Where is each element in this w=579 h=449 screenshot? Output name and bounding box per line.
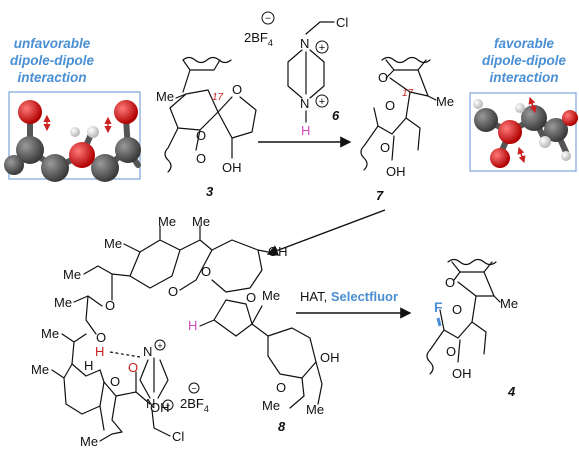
c8-plus-lower: + — [165, 401, 170, 411]
reagent-hydrogen: H — [301, 123, 310, 138]
c8-methyl-9: Me — [262, 288, 280, 303]
c7-me-bond — [427, 95, 437, 101]
right-note-line-2: dipole-dipole — [482, 53, 566, 68]
c4-oxygen-b: O — [452, 302, 462, 317]
compound-7-label: 7 — [376, 188, 384, 203]
c8-oxygen-5: O — [246, 290, 256, 305]
reagent-n-top: N — [300, 36, 309, 51]
arrow-7-to-8 — [266, 209, 386, 256]
c8-methyl-8: Me — [80, 434, 98, 449]
favorable-note: favorable dipole-dipole interaction — [482, 36, 566, 85]
c8-hydrogen-pink: H — [188, 318, 197, 333]
c8-n-upper: N — [143, 344, 152, 359]
c8-oxygen-3: O — [96, 330, 106, 345]
c8-methyl-10: Me — [262, 398, 280, 413]
arrow-8-to-4: HAT, Selectfluor — [296, 289, 412, 319]
reagent-n-bottom: N — [300, 96, 309, 111]
right-note-line-3: interaction — [489, 70, 558, 85]
reagent-6-label: 6 — [332, 108, 340, 123]
compound-7: Me O 17 O O OH 7 — [360, 56, 454, 203]
arrow-label: HAT, Selectfluor — [300, 289, 398, 304]
left-note-line-3: interaction — [17, 70, 86, 85]
compound-8-label: 8 — [278, 419, 286, 434]
unfavorable-note: unfavorable dipole-dipole interaction — [10, 36, 94, 85]
c8-methyl-7: Me — [31, 362, 49, 377]
compound-4-label: 4 — [507, 384, 516, 399]
favorable-model-image — [469, 92, 578, 172]
c3-hydroxyl: OH — [222, 160, 242, 175]
c8-oxygen-4: O — [110, 374, 120, 389]
c8-oxygen-1: O — [168, 284, 178, 299]
c8-n-lower: N — [146, 396, 155, 411]
c8-counterion: 2BF4 — [180, 396, 209, 414]
c7-position-17: 17 — [402, 88, 414, 99]
c8-methyl-4: Me — [63, 267, 81, 282]
c4-fluorine: F — [434, 299, 443, 315]
c8-oxygen-6: O — [276, 380, 286, 395]
c8-hydroxyl-3: OH — [320, 350, 340, 365]
c8-plus-upper: + — [157, 341, 162, 351]
c7-hydroxyl: OH — [386, 164, 406, 179]
c3-oxygen-b: O — [196, 128, 206, 143]
c8-chlorine: Cl — [172, 429, 184, 444]
reagent-chlorine: Cl — [336, 15, 348, 30]
c8-methyl-2: Me — [158, 214, 176, 229]
c8-methyl-11: Me — [306, 402, 324, 417]
c8-minus: − — [191, 384, 196, 394]
c3-oxygen-a: O — [232, 82, 242, 97]
c7-oxygen-a: O — [378, 70, 388, 85]
compound-3-label: 3 — [206, 184, 214, 199]
c8-hydroxyl-1: OH — [268, 244, 288, 259]
left-note-line-2: dipole-dipole — [10, 53, 94, 68]
c8-carbonyl-o: O — [105, 298, 115, 313]
c8-methyl-3: Me — [192, 214, 210, 229]
c8-oxygen-red: O — [128, 360, 138, 375]
reagent-plus-top: + — [319, 42, 325, 54]
c4-hydroxyl: OH — [452, 366, 472, 381]
c4-fluorine-bond — [436, 317, 442, 327]
compound-3: Me 17 O O O OH 3 — [156, 56, 257, 199]
c4-oxygen-a: O — [445, 275, 455, 290]
reagent-minus-sign: − — [265, 14, 271, 25]
c8-hydroxyl-2: OH — [150, 400, 170, 415]
c4-oxygen-c: O — [446, 344, 456, 359]
reagent-plus-bottom: + — [319, 96, 325, 108]
reagent-counterion: 2BF4 — [244, 30, 273, 48]
c7-oxygen-b: O — [385, 98, 395, 113]
left-note-line-1: unfavorable — [14, 36, 91, 51]
compound-8: Me Me Me O O OH Me O Me O H Me H Me O O … — [31, 214, 340, 449]
reagent-6: − 2BF4 Cl N + N + H 6 — [244, 11, 348, 138]
compound-4: Me O O F O OH 4 — [426, 258, 518, 399]
c8-methyl-5: Me — [54, 295, 72, 310]
c8-methyl-1: Me — [104, 236, 122, 251]
c8-hydrogen-2: H — [84, 358, 93, 373]
unfavorable-model-image — [4, 91, 141, 182]
right-note-line-1: favorable — [494, 36, 555, 51]
c3-methyl: Me — [156, 89, 174, 104]
c7-oxygen-c: O — [380, 140, 390, 155]
c8-oxygen-2: O — [201, 264, 211, 279]
c3-oxygen-c: O — [196, 151, 206, 166]
c4-methyl: Me — [500, 296, 518, 311]
c3-position-17: 17 — [212, 92, 224, 103]
c7-methyl: Me — [436, 94, 454, 109]
c8-hydrogen-red: H — [95, 344, 104, 359]
c8-methyl-6: Me — [41, 326, 59, 341]
